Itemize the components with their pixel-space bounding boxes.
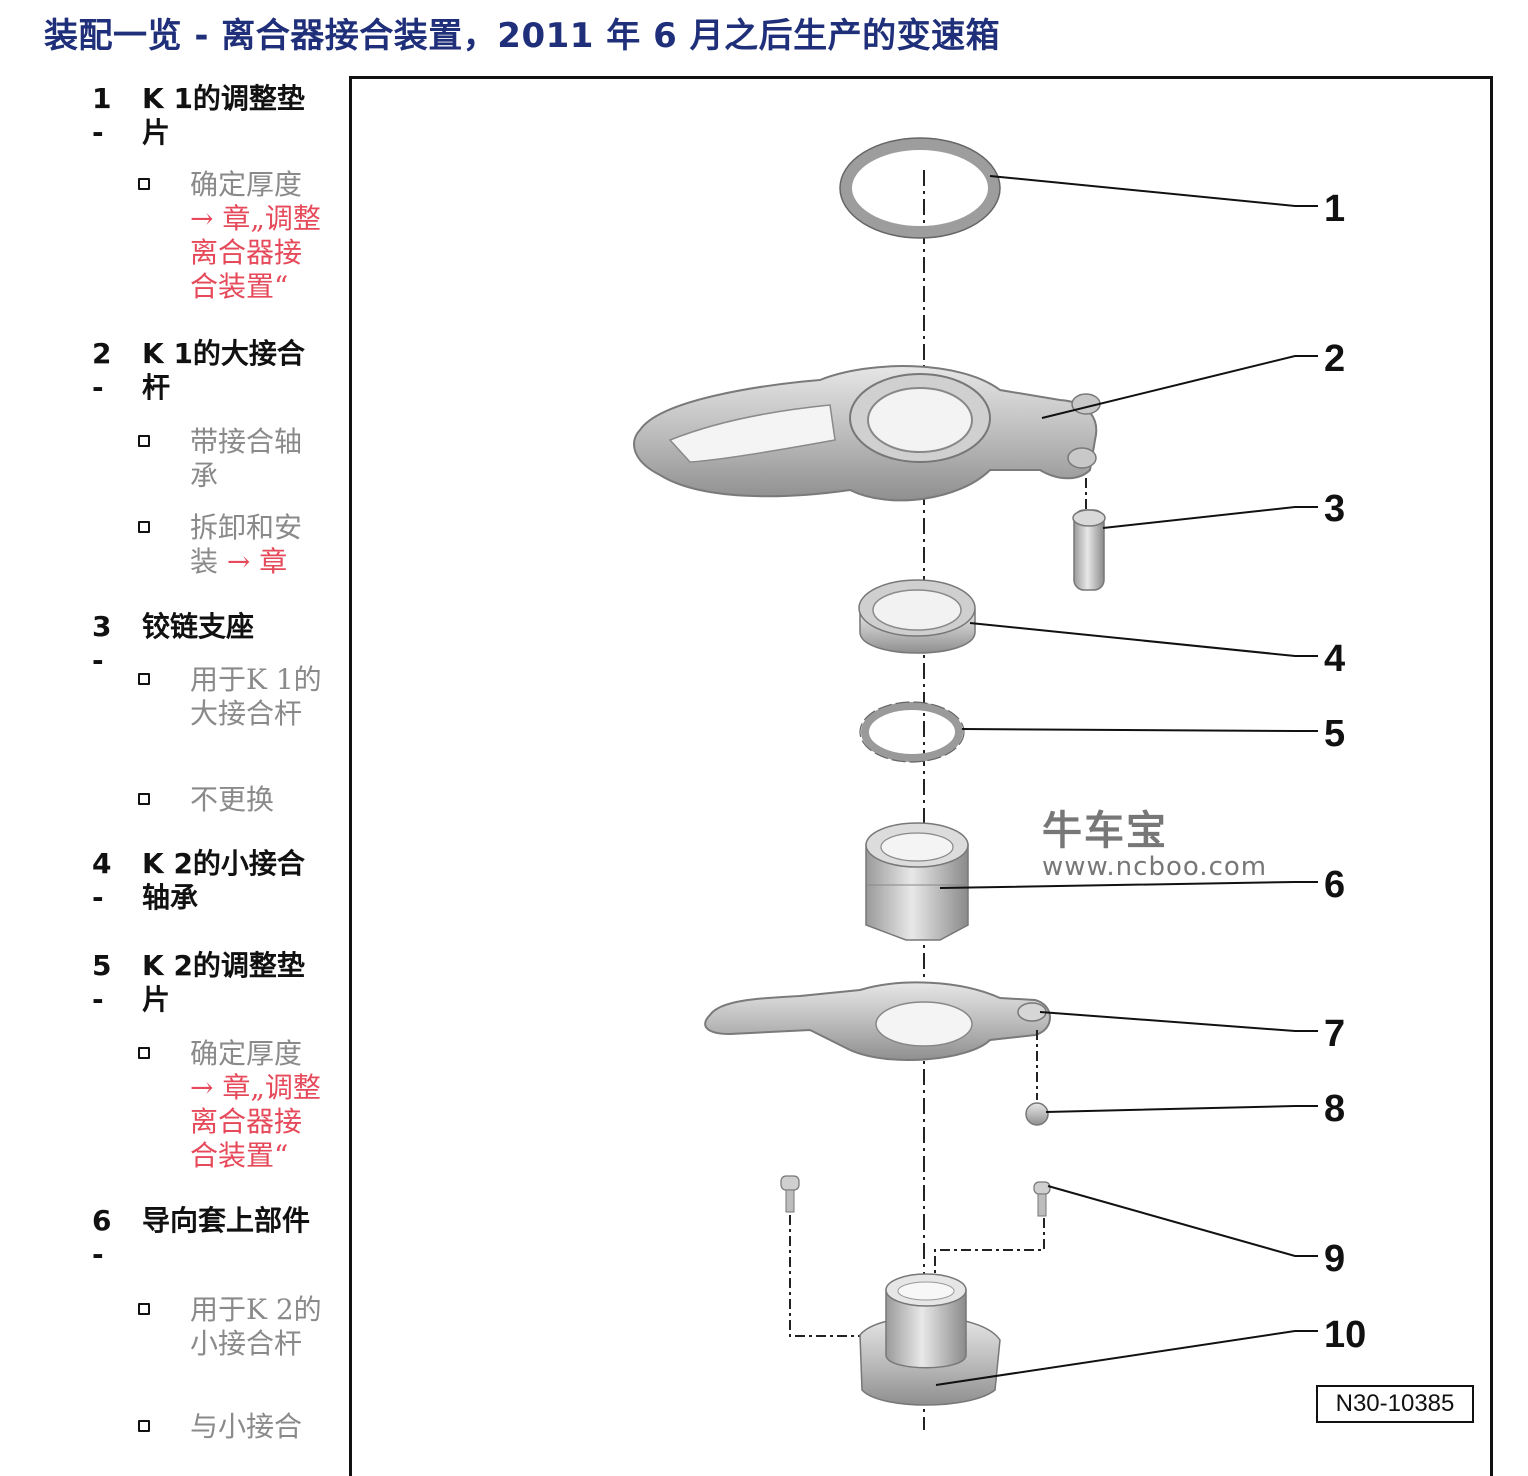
exploded-view-frame	[349, 76, 1493, 1476]
part-6-guide-sleeve-upper	[865, 822, 969, 941]
part-1-shim	[839, 137, 1001, 239]
leader-lines	[935, 175, 1318, 1386]
checkbox-bullet-icon	[138, 521, 150, 533]
checkbox-bullet-icon	[138, 1420, 150, 1432]
callout-1: 1	[1324, 188, 1345, 230]
callout-4: 4	[1324, 638, 1345, 680]
legend-name: K 2的小接合轴承	[142, 847, 305, 914]
legend-num: 3 -	[92, 610, 112, 677]
chapter-link[interactable]: → 章„调整离合器接合装置“	[190, 202, 321, 303]
legend-name: K 1的调整垫片	[142, 82, 305, 149]
checkbox-bullet-icon	[138, 673, 150, 685]
legend-name: K 2的调整垫片	[142, 949, 305, 1016]
checkbox-bullet-icon	[138, 1047, 150, 1059]
legend-num: 4 -	[92, 847, 112, 914]
callout-7: 7	[1324, 1013, 1345, 1055]
figure-reference: N30-10385	[1316, 1385, 1474, 1423]
checkbox-bullet-icon	[138, 1303, 150, 1315]
chapter-link[interactable]: → 章„调整离合器接合装置“	[190, 1071, 321, 1172]
legend-num: 6 -	[92, 1204, 112, 1271]
legend-name: 铰链支座	[142, 610, 255, 643]
legend-name: 导向套上部件	[142, 1204, 311, 1237]
callout-8: 8	[1324, 1088, 1345, 1130]
callout-5: 5	[1324, 713, 1345, 755]
exploded-view-drawing: 1 2 3 4 5 6 7 8 9 10	[633, 137, 1366, 1430]
legend-num: 1 -	[92, 82, 112, 149]
checkbox-bullet-icon	[138, 178, 150, 190]
watermark-url: www.ncboo.com	[1042, 852, 1268, 882]
chapter-link[interactable]: → 章	[226, 545, 288, 578]
part-3-hinge-support	[1072, 478, 1106, 591]
callout-9: 9	[1324, 1238, 1345, 1280]
parts-legend: 1 - K 1的调整垫片 确定厚度 → 章„调整离合器接合装置“ 2 - K 1…	[0, 0, 340, 1443]
legend-num: 2 -	[92, 337, 112, 404]
part-8-ball-stud	[1025, 1030, 1049, 1126]
part-10-guide-sleeve	[859, 1273, 1001, 1406]
callout-10: 10	[1324, 1314, 1366, 1356]
part-5-shim	[859, 701, 965, 763]
page-title: 装配一览 - 离合器接合装置，2011 年 6 月之后生产的变速箱	[44, 16, 1001, 56]
checkbox-bullet-icon	[138, 793, 150, 805]
legend-name: K 1的大接合杆	[142, 337, 305, 404]
part-7-small-lever	[704, 981, 1051, 1062]
part-4-small-bearing	[858, 579, 976, 654]
part-2-large-lever	[633, 365, 1101, 502]
callout-3: 3	[1324, 488, 1345, 530]
legend-num: 5 -	[92, 949, 112, 1016]
checkbox-bullet-icon	[138, 435, 150, 447]
callout-2: 2	[1324, 338, 1345, 380]
callout-6: 6	[1324, 864, 1345, 906]
watermark-brand: 牛车宝	[1042, 808, 1168, 854]
